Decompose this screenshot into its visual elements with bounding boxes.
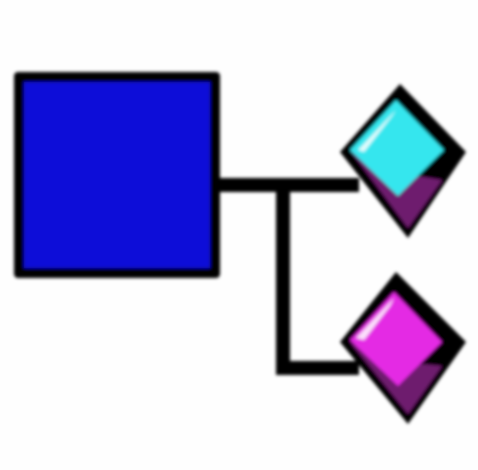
cyan-diamond-node — [340, 84, 466, 238]
root-square-fill — [24, 82, 210, 268]
magenta-diamond-fill — [350, 292, 442, 386]
root-square-node — [14, 72, 220, 278]
connector-lines — [207, 178, 359, 375]
magenta-diamond-node — [340, 272, 466, 424]
cyan-diamond-highlight — [358, 110, 396, 152]
magenta-diamond-highlight — [356, 298, 394, 340]
cyan-diamond-fill — [350, 100, 444, 196]
